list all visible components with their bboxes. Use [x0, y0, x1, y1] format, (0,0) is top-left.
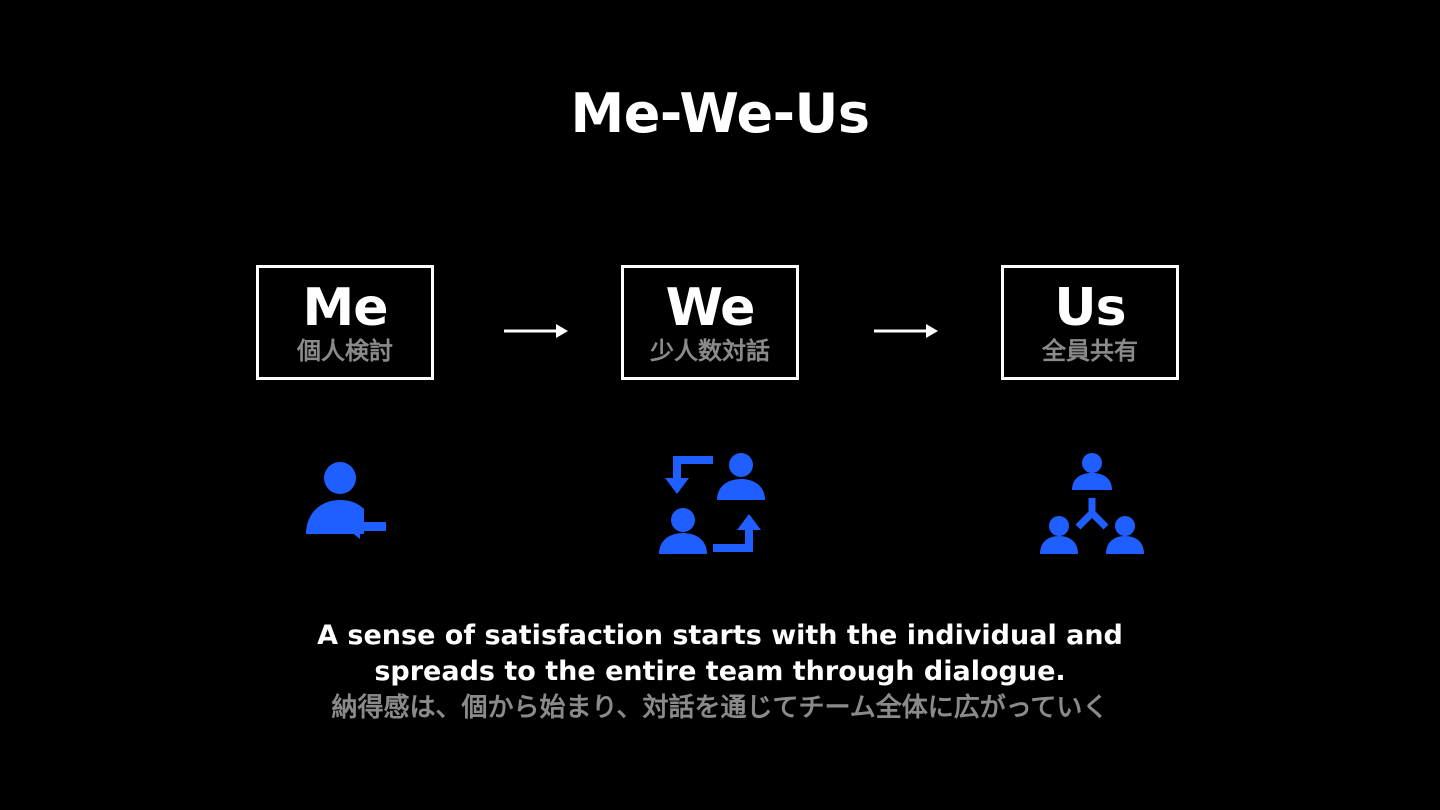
person-arrow-icon [306, 462, 386, 539]
stage-we-box: We 少人数対話 [621, 265, 799, 380]
caption-en-line1: A sense of satisfaction starts with the … [317, 620, 1123, 651]
arrow-right-icon [874, 324, 938, 338]
stage-we-sublabel: 少人数対話 [650, 337, 770, 365]
page-title: Me-We-Us [570, 82, 870, 145]
caption-jp: 納得感は、個から始まり、対話を通じてチーム全体に広がっていく [331, 693, 1109, 723]
stage-me-label: Me [302, 278, 388, 338]
people-exchange-icon [659, 453, 765, 554]
stage-me-sublabel: 個人検討 [297, 337, 393, 365]
caption-en-line2: spreads to the entire team through dialo… [374, 656, 1066, 687]
group-network-icon [1040, 453, 1144, 554]
arrow-right-icon [504, 324, 568, 338]
caption: A sense of satisfaction starts with the … [0, 618, 1440, 726]
stage-us-box: Us 全員共有 [1001, 265, 1179, 380]
stage-us-sublabel: 全員共有 [1042, 337, 1138, 365]
stage-we-label: We [665, 278, 756, 338]
stage-me-box: Me 個人検討 [256, 265, 434, 380]
stage-us-label: Us [1054, 278, 1126, 338]
